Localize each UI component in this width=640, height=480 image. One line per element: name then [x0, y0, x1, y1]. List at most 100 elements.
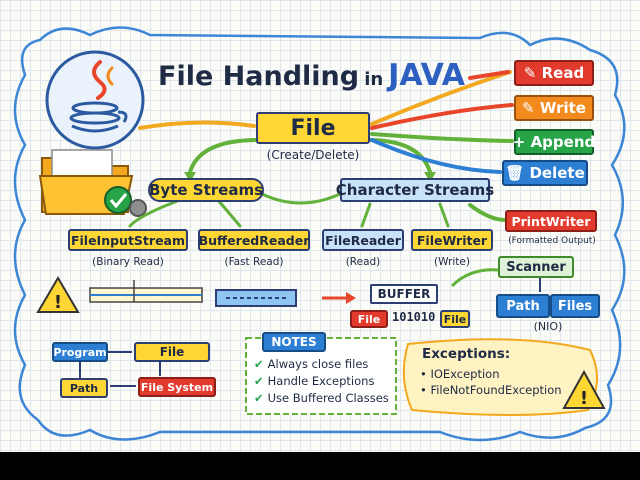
arrow-file-to-byte [188, 138, 260, 174]
cloud-border [13, 26, 626, 442]
buffer-label: BUFFER [377, 287, 431, 301]
exception-item-text: FileNotFoundException [430, 383, 562, 397]
class-fileinputstream: FileInputStream [68, 229, 188, 251]
exception-item-text: IOException [430, 367, 500, 381]
class-label: BufferedReader [198, 232, 310, 248]
arrow-byte-to-bufferedreader [216, 198, 242, 228]
title-part-3: JAVA [388, 58, 466, 93]
flow-file-system-label: File System [140, 380, 214, 394]
notes-title-label: NOTES [271, 335, 317, 349]
flow-path: Path [60, 378, 108, 398]
flow-program: Program [52, 342, 108, 362]
arrow-file-to-delete [370, 138, 502, 174]
scanner-node: Scanner [498, 256, 574, 278]
arrow-file-to-char [366, 138, 432, 174]
page-title: File Handling in JAVA [158, 58, 465, 93]
checkmark-icon: ✔ [254, 357, 268, 371]
class-label: FileWriter [416, 232, 488, 248]
plus-icon: + [512, 133, 531, 151]
exceptions-title: Exceptions: [422, 346, 511, 362]
flow-file-label: File [159, 345, 185, 359]
svg-text:!: ! [580, 388, 588, 409]
arrow-logo-to-file [138, 120, 256, 130]
exception-item: • FileNotFoundException [420, 383, 562, 397]
class-sub: (Read) [345, 256, 381, 268]
byte-streams-label: Byte Streams [149, 181, 264, 199]
arrow-file-to-append [370, 132, 514, 143]
character-streams-label: Character Streams [335, 181, 495, 199]
class-sub: (Binary Read) [92, 256, 164, 268]
nio-path-node: Path [496, 294, 550, 318]
notes-list: ✔ Always close files ✔ Handle Exceptions… [254, 356, 389, 407]
delete-label: Delete [529, 164, 585, 182]
character-streams-node: Character Streams [336, 178, 494, 202]
delete-button[interactable]: 🗑 Delete [502, 160, 588, 186]
buffer-file-right-label: File [443, 312, 467, 326]
file-node-sub: (Create/Delete) [266, 148, 360, 162]
notes-title: NOTES [262, 332, 326, 352]
flow-path-label: Path [69, 381, 99, 395]
buffer-file-left: File [350, 310, 388, 328]
printwriter-sub: (Formatted Output) [508, 236, 596, 246]
class-sub: (Fast Read) [224, 256, 284, 268]
read-label: Read [541, 64, 585, 82]
file-node: File [256, 112, 370, 144]
pencil-icon: ✎ [522, 99, 540, 117]
nio-files-label: Files [557, 298, 593, 314]
arrow-byte-to-fileinputstream [128, 198, 182, 228]
trash-icon: 🗑 [505, 164, 530, 182]
notes-item: ✔ Use Buffered Classes [254, 390, 389, 407]
class-bufferedreader: BufferedReader [198, 229, 310, 251]
flow-program-label: Program [53, 345, 107, 359]
checkmark-icon: ✔ [254, 391, 268, 405]
printwriter-node: PrintWriter [505, 210, 597, 232]
buffer-node: BUFFER [370, 284, 438, 304]
folder-icon [38, 149, 147, 217]
title-part-2: in [364, 69, 384, 90]
arrow-byte-to-char [260, 192, 342, 205]
notes-item: ✔ Always close files [254, 356, 389, 373]
arrow-char-to-filewriter [438, 202, 450, 228]
write-button[interactable]: ✎ Write [514, 95, 594, 121]
nio-files-node: Files [550, 294, 600, 318]
flow-file-system: File System [138, 377, 216, 397]
scanner-label: Scanner [506, 259, 566, 275]
buffer-file-right: File [440, 310, 470, 328]
read-button[interactable]: ✎ Read [514, 60, 594, 86]
write-label: Write [539, 99, 586, 117]
class-filewriter: FileWriter [411, 229, 493, 251]
exception-item: • IOException [420, 367, 500, 381]
class-label: FileInputStream [70, 232, 186, 248]
notes-item-text: Handle Exceptions [267, 374, 375, 388]
class-sub: (Write) [434, 256, 470, 268]
buffer-bits: 101010 [392, 310, 436, 324]
warning-icon-right: ! [562, 369, 606, 409]
append-button[interactable]: + Append [512, 129, 596, 155]
arrow-char-to-filereader [360, 202, 372, 228]
nio-sub: (NIO) [533, 320, 563, 333]
arrow-file-to-read [370, 70, 512, 126]
svg-text:!: ! [54, 292, 62, 313]
notes-item-text: Always close files [267, 357, 369, 371]
notes-item-text: Use Buffered Classes [267, 391, 389, 405]
arrow-char-to-printwriter [468, 203, 507, 222]
notes-item: ✔ Handle Exceptions [254, 373, 389, 390]
nio-path-label: Path [506, 298, 540, 314]
append-label: Append [530, 133, 596, 151]
java-logo-icon [45, 50, 145, 150]
pencil-icon: ✎ [523, 64, 542, 82]
printwriter-label: PrintWriter [511, 213, 591, 229]
file-node-label: File [290, 115, 336, 141]
exceptions-list: • IOException • FileNotFoundException [420, 366, 562, 398]
byte-streams-node: Byte Streams [148, 178, 264, 202]
buffer-file-left-label: File [357, 312, 381, 326]
class-label: FileReader [325, 232, 401, 248]
arrow-title-to-read [468, 70, 510, 80]
warning-icon-left: ! [36, 276, 80, 313]
flow-file: File [134, 342, 210, 362]
class-filereader: FileReader [322, 229, 404, 251]
title-part-1: File Handling [158, 61, 360, 92]
arrow-file-to-write [370, 103, 514, 130]
